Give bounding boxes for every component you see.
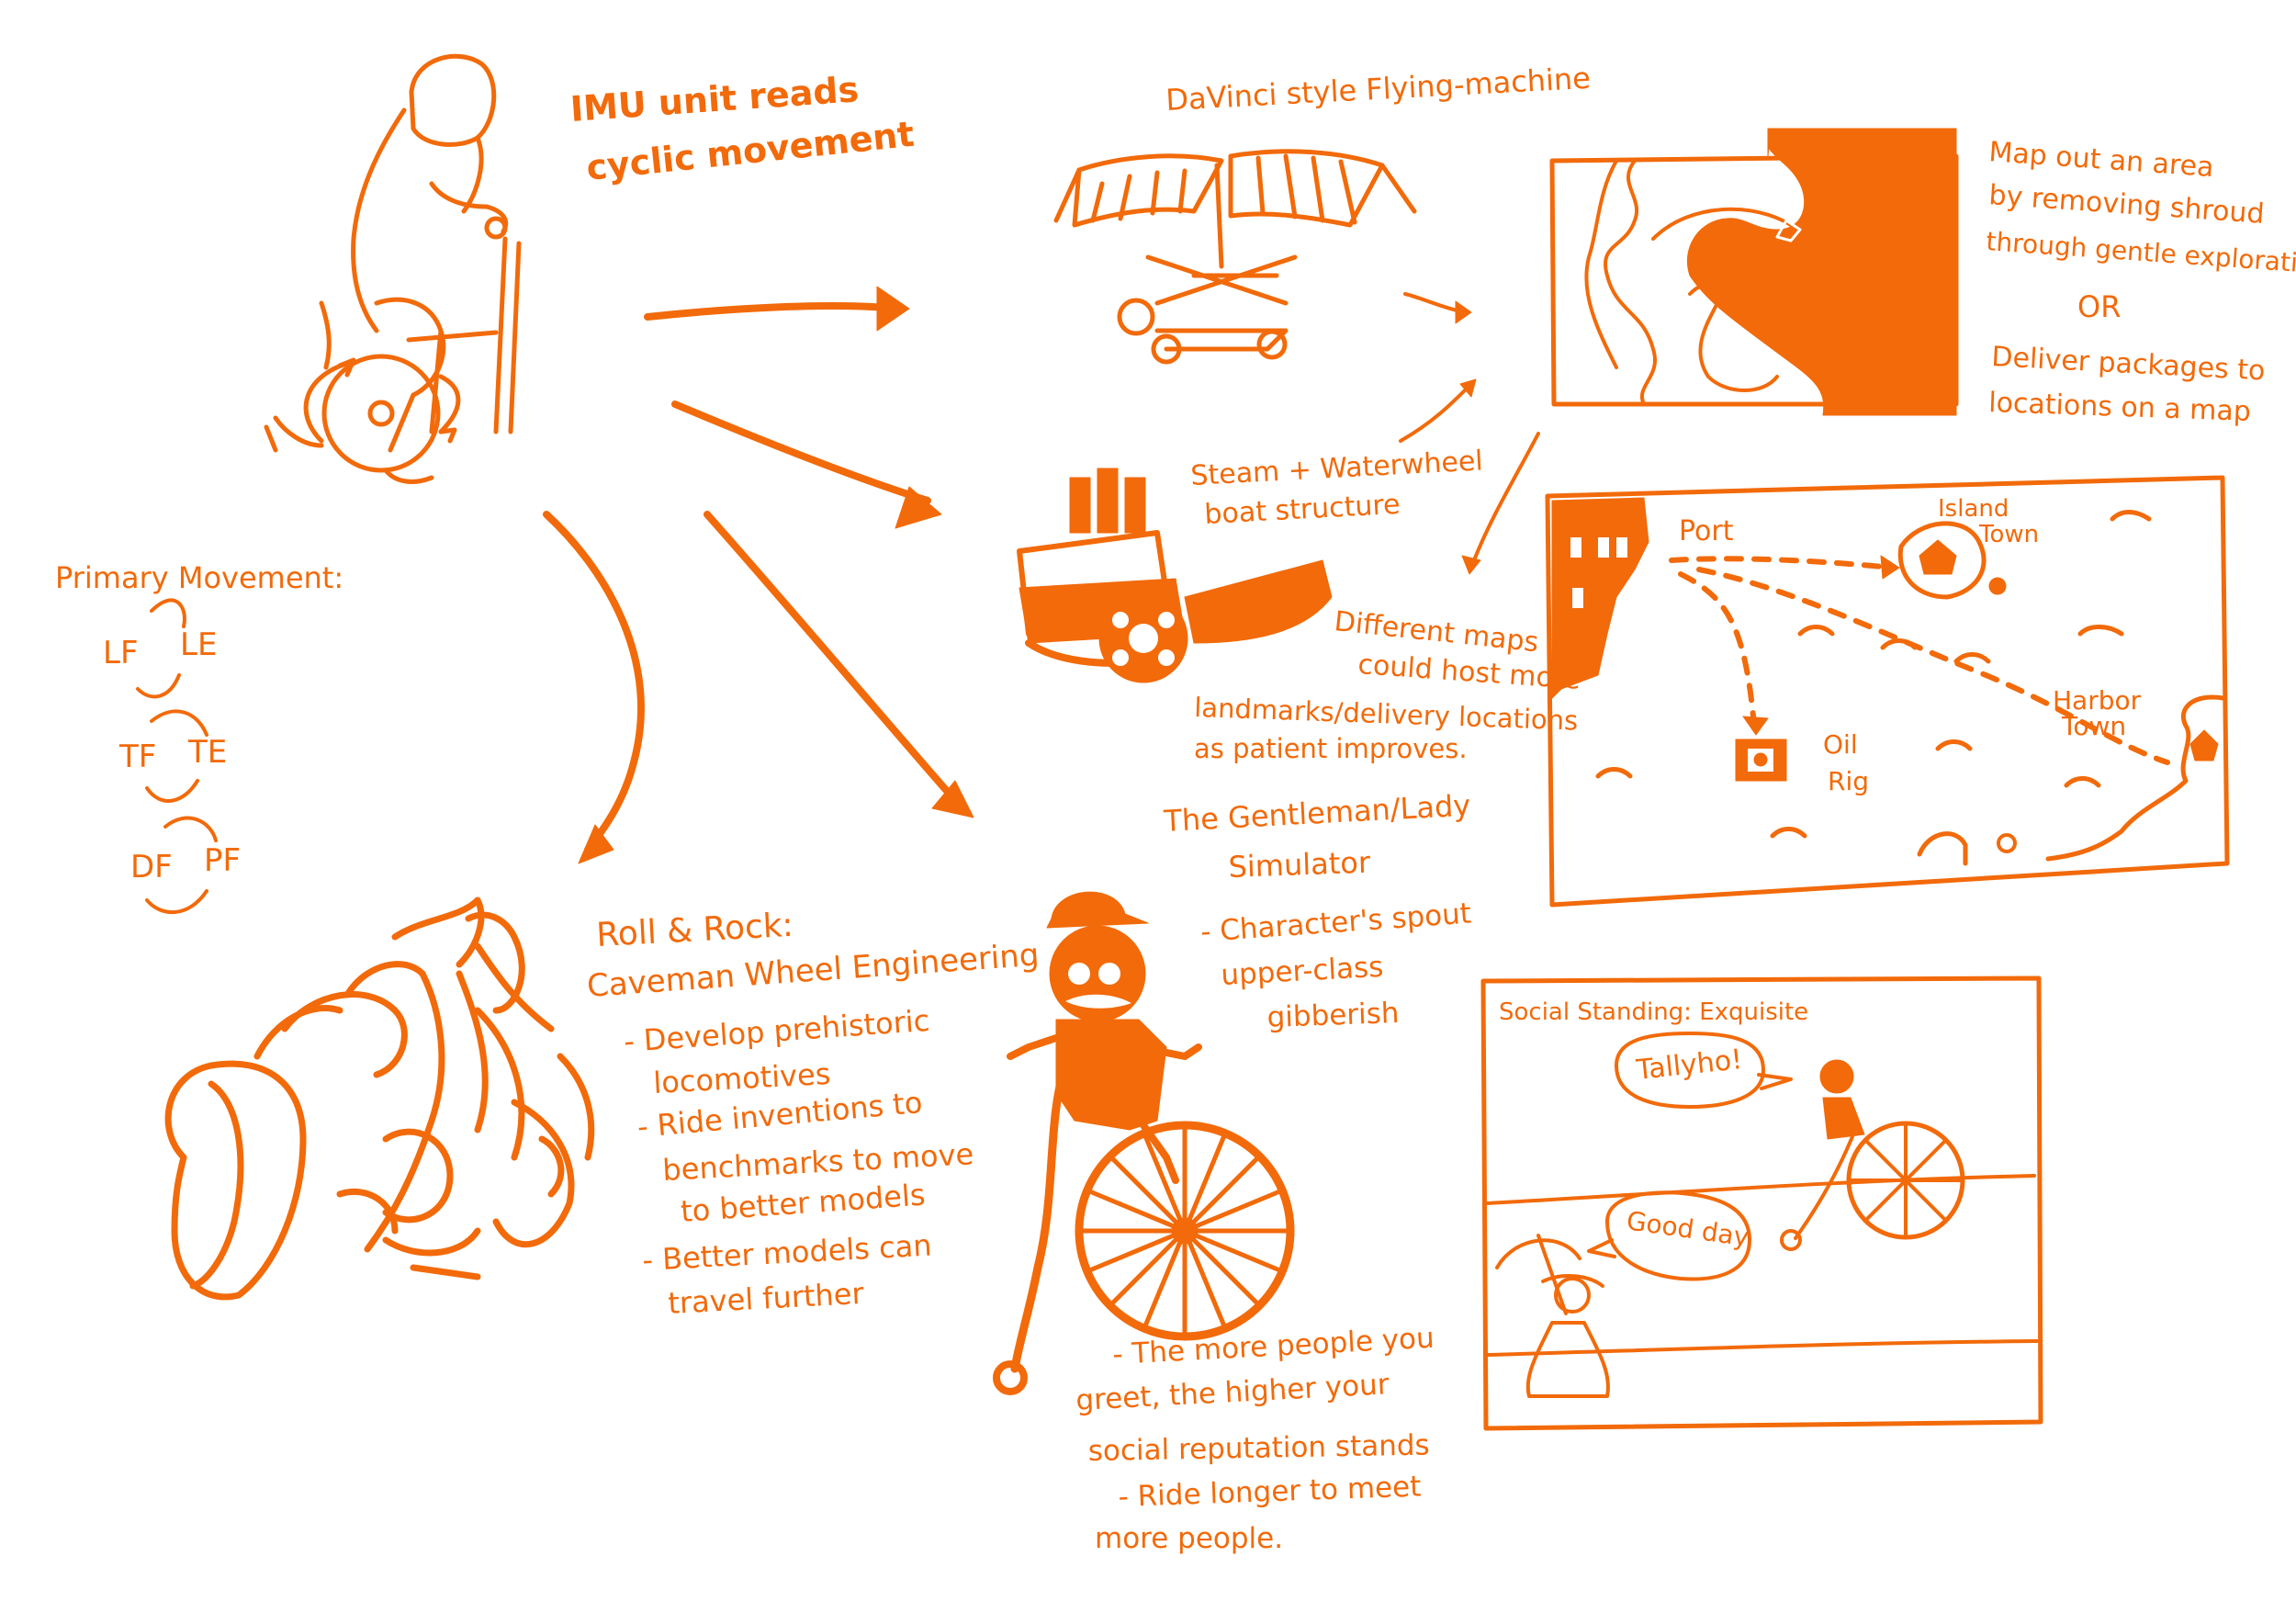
gentleman-note-4: - Ride longer to meet bbox=[1118, 1471, 1422, 1514]
explore-note-2: by removing shroud bbox=[1987, 179, 2265, 231]
gentleman-bullet-3: gibberish bbox=[1266, 997, 1400, 1034]
movement-cycle-arrows bbox=[136, 598, 218, 914]
different-maps-line-4: as patient improves. bbox=[1194, 733, 1468, 764]
map-waves bbox=[1595, 510, 2152, 839]
gentleman-title-2: Simulator bbox=[1228, 845, 1372, 885]
explore-note-3: through gentle exploration bbox=[1986, 226, 2296, 280]
arrow-boat-to-map bbox=[1399, 384, 1471, 443]
caveman-bullet-2: locomotives bbox=[652, 1056, 831, 1100]
gentleman-bullet-2: upper-class bbox=[1221, 951, 1385, 992]
caveman-notes: Roll & Rock: Caveman Wheel Engineering -… bbox=[586, 907, 1041, 1321]
caveman-vehicle-sketch bbox=[164, 897, 595, 1301]
primary-movement: Primary Movement: LF LE TF TE DF PF bbox=[55, 560, 343, 914]
caveman-bullet-6: - Better models can bbox=[641, 1228, 932, 1278]
imu-note-line-1: IMU unit reads bbox=[569, 69, 861, 130]
arrow-to-gentleman bbox=[703, 511, 950, 794]
gentleman-note-3: social reputation stands bbox=[1088, 1429, 1430, 1468]
map-label-port: Port bbox=[1679, 515, 1734, 547]
movement-pf: PF bbox=[204, 842, 241, 879]
movement-tf: TF bbox=[118, 739, 156, 775]
map-label-harbor: Harbor bbox=[2053, 685, 2142, 716]
caveman-bullet-4: benchmarks to move bbox=[661, 1136, 974, 1188]
steam-boat-note-2: boat structure bbox=[1204, 489, 1401, 531]
explore-note-5: locations on a map bbox=[1988, 387, 2252, 428]
gentleman-bullet-1: - Character's spout bbox=[1199, 897, 1472, 949]
caveman-bullet-7: travel further bbox=[667, 1276, 865, 1321]
arrow-heads bbox=[578, 286, 1481, 864]
social-standing-panel: Social Standing: Exquisite Ta bbox=[1480, 976, 2043, 1431]
explore-map-notes: Map out an area by removing shroud throu… bbox=[1986, 136, 2296, 428]
social-standing-label: Social Standing: Exquisite bbox=[1499, 998, 1808, 1026]
arrow-to-flying-machine bbox=[644, 302, 890, 321]
map-label-island: Island bbox=[1938, 495, 2009, 523]
explore-note-4: Deliver packages to bbox=[1991, 341, 2267, 388]
flying-machine-sketch bbox=[1053, 149, 1417, 365]
gentleman-note-5: more people. bbox=[1095, 1522, 1283, 1555]
gentleman-title-1: The Gentleman/Lady bbox=[1162, 788, 1471, 839]
delivery-map-panel: Port Island Town Harbor Town Oil Rig bbox=[1545, 475, 2230, 908]
imu-note: IMU unit reads cyclic movement bbox=[569, 69, 917, 188]
map-label-island-town: Town bbox=[1978, 521, 2039, 548]
bubble-tallyho: Tallyho! bbox=[1634, 1043, 1744, 1087]
caveman-bullet-1: - Develop prehistoric bbox=[623, 1003, 931, 1059]
flow-arrows bbox=[543, 292, 1540, 853]
gentleman-penny-farthing-sketch bbox=[993, 891, 1295, 1395]
movement-le: LE bbox=[180, 626, 217, 663]
steam-boat-sketch bbox=[1017, 468, 1333, 683]
gentleman-note-2: greet, the higher your bbox=[1075, 1368, 1390, 1417]
movement-lf: LF bbox=[103, 635, 139, 671]
caveman-title-1: Roll & Rock: bbox=[595, 907, 793, 954]
flying-machine-title: DaVinci style Flying-machine bbox=[1165, 61, 1591, 118]
bubble-good-day: Good day bbox=[1625, 1205, 1750, 1252]
gentleman-note-1: - The more people you bbox=[1112, 1322, 1435, 1371]
patient-pedaling-sketch bbox=[264, 53, 522, 484]
arrow-map-to-deliverymap bbox=[1472, 432, 1540, 562]
movement-te: TE bbox=[187, 734, 227, 771]
map-label-oil: Oil bbox=[1823, 729, 1858, 760]
steam-boat-notes: Steam + Waterwheel boat structure bbox=[1190, 445, 1484, 531]
primary-movement-title: Primary Movement: bbox=[55, 560, 343, 595]
arrow-to-boat bbox=[671, 400, 931, 504]
arrow-to-caveman bbox=[543, 511, 645, 853]
map-label-harbor-town: Town bbox=[2061, 711, 2126, 741]
explore-note-1: Map out an area bbox=[1987, 136, 2214, 184]
map-label-rig: Rig bbox=[1828, 766, 1869, 796]
explore-map-panel bbox=[1549, 128, 1959, 416]
movement-df: DF bbox=[130, 849, 173, 885]
different-maps-line-3: landmarks/delivery locations bbox=[1194, 692, 1579, 737]
explore-or: OR bbox=[2077, 289, 2121, 324]
steam-boat-note-1: Steam + Waterwheel bbox=[1190, 445, 1484, 492]
